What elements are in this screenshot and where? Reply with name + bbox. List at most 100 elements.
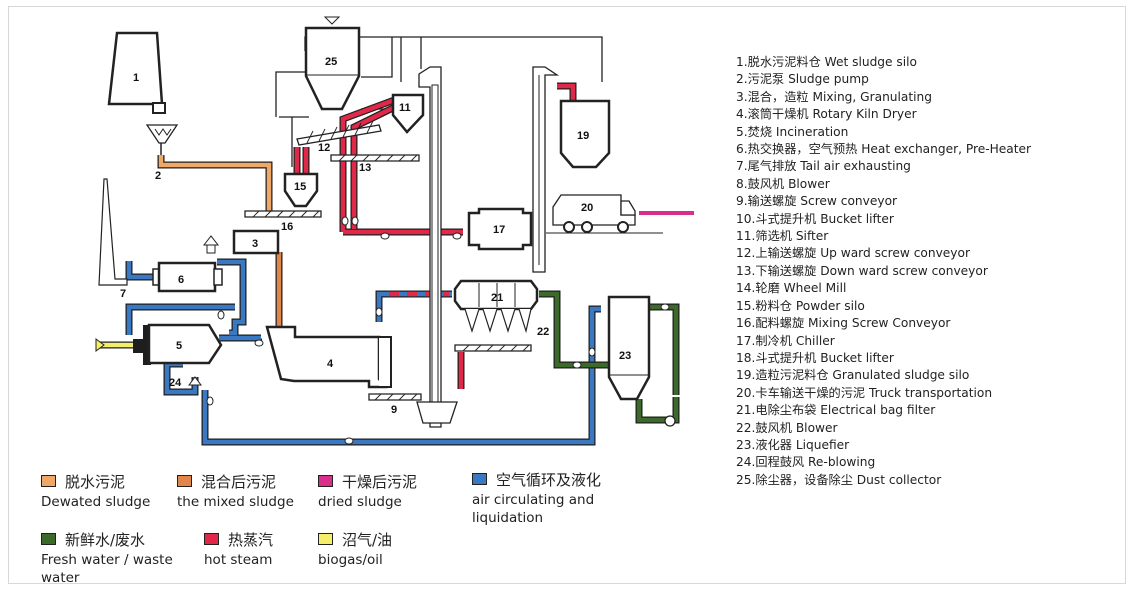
bucket-lifter-10 (416, 66, 458, 428)
legend-en: Dewated sludge (41, 494, 151, 510)
component-item: 8.鼓风机 Blower (736, 176, 830, 191)
component-item: 6.热交换器，空气预热 Heat exchanger, Pre-Heater (736, 142, 1032, 157)
component-item: 15.粉料仓 Powder silo (736, 298, 865, 313)
legend-en: hot steam (204, 552, 273, 568)
dewatered-sludge-pipe (158, 155, 272, 212)
swatch-dried (318, 475, 333, 487)
component-item: 9.输送螺旋 Screw conveyor (736, 194, 898, 209)
component-item: 14.轮磨 Wheel Mill (736, 281, 847, 296)
label-6: 6 (178, 274, 184, 286)
component-item: 7.尾气排放 Tail air exhausting (736, 159, 911, 174)
component-item: 24.回程鼓风 Re-blowing (736, 455, 876, 470)
label-12: 12 (318, 142, 330, 154)
component-item: 20.卡车输送干燥的污泥 Truck transportation (736, 385, 993, 400)
label-16: 16 (281, 221, 293, 233)
component-item: 2.污泥泵 Sludge pump (736, 72, 869, 87)
swatch-steam (204, 533, 219, 545)
label-21: 21 (491, 292, 503, 304)
wet-sludge-silo: 1 (107, 31, 166, 114)
legend-cn: 脱水污泥 (65, 473, 126, 491)
water-pipes-outline (539, 290, 680, 424)
component-item: 22.鼓风机 Blower (736, 420, 838, 435)
label-2: 2 (155, 170, 161, 182)
upward-screw-conveyor: 12 (296, 120, 382, 154)
swatch-water (41, 533, 56, 545)
label-11: 11 (399, 102, 411, 114)
dust-collector: 25 (304, 16, 361, 111)
component-item: 25.除尘器，设备除尘 Dust collector (736, 472, 942, 487)
label-5: 5 (176, 340, 182, 352)
component-item: 10.斗式提升机 Bucket lifter (736, 211, 894, 226)
component-item: 23.液化器 Liquefier (736, 437, 850, 452)
truck-transportation: 20 (546, 194, 663, 234)
diagram-canvas: 1 2 25 11 12 13 15 16 (8, 6, 1126, 586)
component-item: 18.斗式提升机 Bucket lifter (736, 350, 894, 365)
label-23: 23 (619, 350, 631, 362)
incinerator: 5 (133, 323, 223, 365)
label-22: 22 (537, 326, 549, 338)
downward-screw-conveyor: 13 (330, 154, 420, 174)
legend-cn: 热蒸汽 (228, 531, 274, 549)
label-13: 13 (359, 162, 371, 174)
label-4: 4 (327, 358, 334, 370)
component-item: 19.造粒污泥料仓 Granulated sludge silo (736, 368, 970, 383)
granulated-sludge-silo: 19 (559, 99, 611, 169)
screw-conveyor-9: 9 (368, 393, 422, 416)
rotary-kiln-dryer: 4 (265, 325, 392, 389)
swatch-dewatered (41, 475, 56, 487)
legend-en: Fresh water / waste water (41, 552, 173, 586)
component-item: 17.制冷机 Chiller (736, 333, 835, 348)
swatch-air (472, 473, 487, 485)
label-1: 1 (133, 72, 139, 84)
component-item: 21.电除尘布袋 Electrical bag filter (736, 403, 936, 418)
electrical-bag-filter: 21 (453, 279, 539, 334)
component-item: 11.筛选机 Sifter (736, 229, 829, 244)
mixer-granulator: 3 (232, 229, 280, 255)
swatch-mixed (177, 475, 192, 487)
swatch-biogas (318, 533, 333, 545)
label-3: 3 (252, 238, 258, 250)
component-list: 1.脱水污泥料仓 Wet sludge silo 2.污泥泵 Sludge pu… (736, 54, 1031, 489)
re-blowing-fan: 24 (169, 376, 202, 389)
biogas-inlet-arrow (95, 338, 105, 352)
component-item: 5.焚烧 Incineration (736, 124, 849, 139)
legend-cn: 干燥后污泥 (342, 473, 418, 491)
bucket-lifter-18 (532, 66, 560, 273)
heat-exchanger: 6 (152, 235, 223, 293)
line-valves (206, 216, 670, 445)
water-valve (664, 415, 676, 427)
component-item: 12.上输送螺旋 Up ward screw conveyor (736, 246, 970, 261)
sludge-pump: 2 (145, 124, 179, 182)
label-25: 25 (325, 56, 337, 68)
legend-en: dried sludge (318, 494, 402, 510)
component-item: 1.脱水污泥料仓 Wet sludge silo (736, 55, 917, 69)
wheel-mill-conveyor (454, 344, 532, 352)
component-item: 4.滚筒干燥机 Rotary Kiln Dryer (736, 107, 917, 122)
label-19: 19 (577, 130, 589, 142)
mixing-screw-conveyor: 16 (244, 210, 322, 233)
steam-pipes (294, 83, 576, 389)
legend-cn: 空气循环及液化 (496, 471, 602, 489)
chiller: 17 (467, 207, 533, 251)
legend-cn: 新鲜水/废水 (65, 531, 146, 549)
process-flow-diagram: 1 2 25 11 12 13 15 16 (95, 16, 694, 446)
label-9: 9 (391, 404, 397, 416)
component-item: 16.配料螺旋 Mixing Screw Conveyor (736, 316, 951, 331)
tail-exhaust-chimney: 7 (98, 178, 128, 300)
label-20: 20 (581, 202, 593, 214)
component-item: 3.混合，造粒 Mixing, Granulating (736, 89, 932, 104)
label-17: 17 (493, 224, 505, 236)
powder-silo: 15 (283, 172, 319, 208)
water-pipes (539, 291, 679, 423)
liquefier: 23 (607, 295, 651, 401)
label-7: 7 (120, 288, 126, 300)
legend-en: biogas/oil (318, 552, 383, 568)
legend-cn: 混合后污泥 (201, 473, 277, 491)
label-24: 24 (169, 377, 182, 389)
label-15: 15 (294, 181, 306, 193)
component-item: 13.下输送螺旋 Down ward screw conveyor (736, 263, 988, 278)
legend-cn: 沼气/油 (342, 531, 393, 549)
legend-en: the mixed sludge (177, 494, 294, 510)
sifter: 11 (391, 93, 425, 134)
legend-en: air circulating and liquidation (472, 492, 595, 526)
